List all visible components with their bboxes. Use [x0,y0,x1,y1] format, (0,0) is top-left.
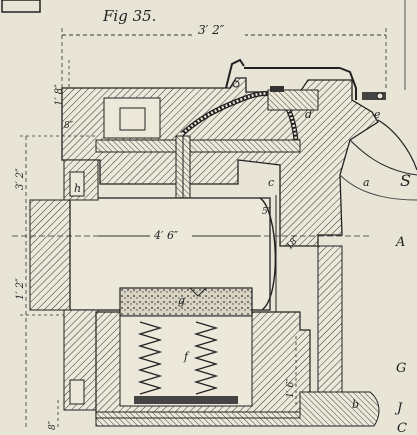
part-label-f: f [183,350,190,363]
right-structure: 1′ 6″ 18″ 8″ [64,121,380,427]
part-label-b: b [352,398,359,411]
part-label-e: e [374,108,381,121]
lower-left-height-label: 1′ 2″ [15,278,26,300]
bore-small-label: 5″ [262,207,272,217]
part-label-c: c [268,176,274,189]
left-dimensions: 3′ 2″ 1′ 2″ 8″ [15,135,98,430]
main-casting [61,77,379,247]
plate-border [1,0,406,90]
right-arc [339,119,417,201]
figure-title: Fig 35. [102,7,156,25]
upper-left-height-label: 3′ 2″ [15,168,26,190]
part-label-g: g [178,294,185,307]
margin-letter-g: G [396,361,406,376]
margin-letter-j: J [394,401,403,416]
part-label-a: a [363,176,370,189]
part-label-d: d [305,108,312,121]
rope-flue [180,91,299,141]
bore-length-label: 4′ 6″ [153,229,179,242]
top-height-label: 1′ 8″ [54,84,65,106]
lower-right-label: 1′ 6″ [286,378,296,398]
overall-width-label: 3′ 2″ [198,23,225,37]
margin-letter-c: C [397,421,407,435]
lid-lever [225,58,386,111]
part-label-h: h [74,182,81,195]
left-column [63,159,99,411]
bottom-left-label: 8″ [48,420,58,430]
margin-letter-a: A [395,235,405,250]
margin-letter-s: S [400,171,411,190]
top-inset-label: 8″ [64,121,74,131]
overall-width-dimension: 3′ 2″ [61,23,387,90]
